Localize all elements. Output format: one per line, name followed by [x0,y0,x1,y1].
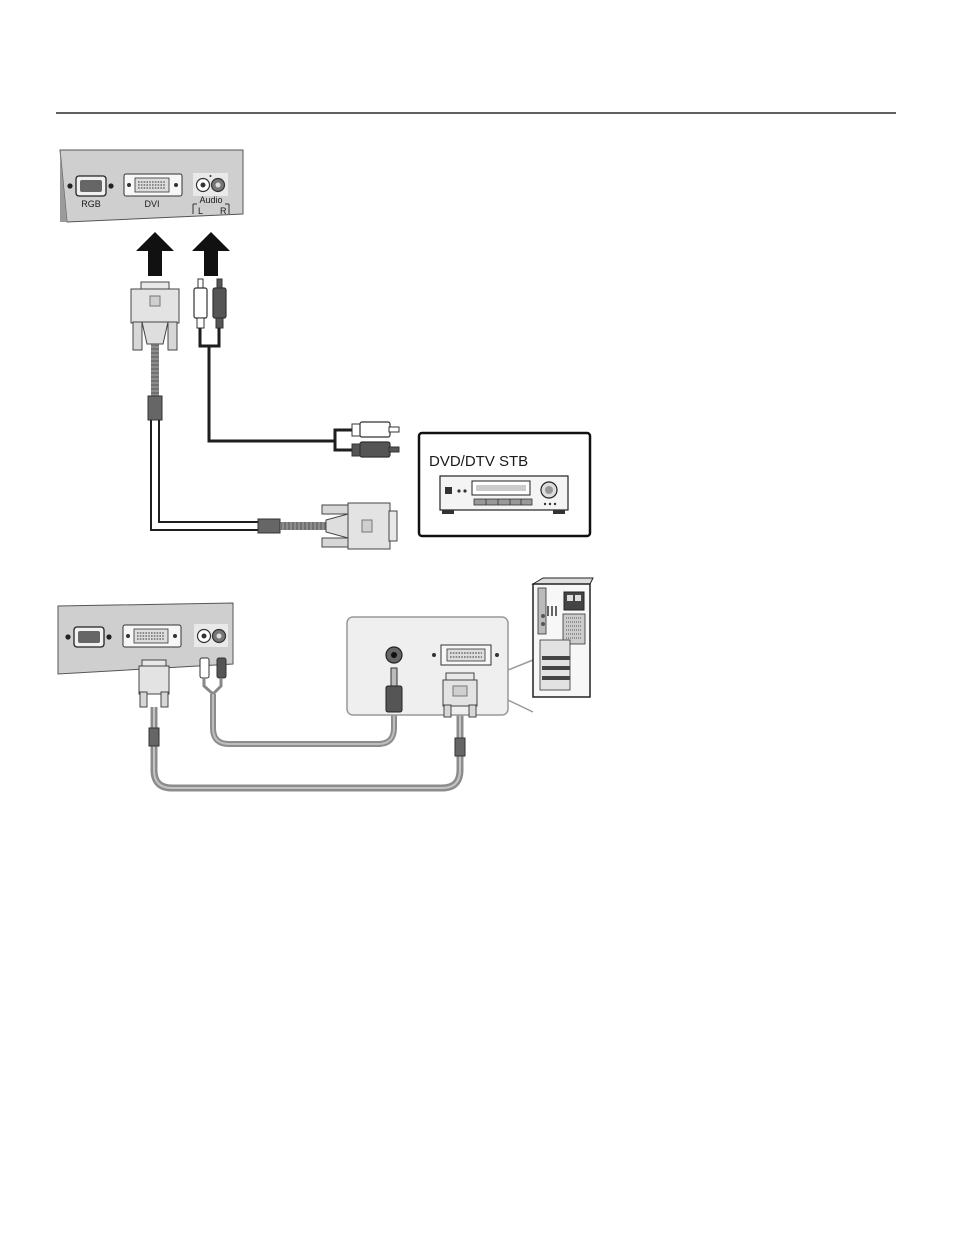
dvi-arrow-icon [136,232,174,276]
audio-cable-top [200,328,352,450]
audio-jacks-bottom [194,624,228,647]
dvi-port-bottom [123,625,181,647]
dvi-cable-bottom [154,707,460,788]
audio-label: Audio [199,195,222,205]
dvi-cable-top [148,344,326,533]
dvi-port-label: DVI [144,199,159,209]
audio-jacks [193,173,228,196]
monitor-panel-top: RGB DVI Audio L R [60,150,243,222]
rca-plugs-device [352,422,399,457]
audio-arrow-icon [192,232,230,276]
dvd-stb-device: DVD/DTV STB [419,433,590,536]
rgb-port-label: RGB [81,199,101,209]
dvi-port [124,174,182,196]
dvi-plug-bottom-monitor [139,660,169,707]
device-label: DVD/DTV STB [429,453,528,470]
dvi-plug-top [131,282,179,350]
pc-rear-callout [347,617,533,717]
audio-right-label: R [220,206,227,216]
pc-tower [533,578,593,697]
dvi-plug-device [322,503,397,549]
audio-left-label: L [198,206,203,216]
rca-plugs-top [194,279,226,328]
